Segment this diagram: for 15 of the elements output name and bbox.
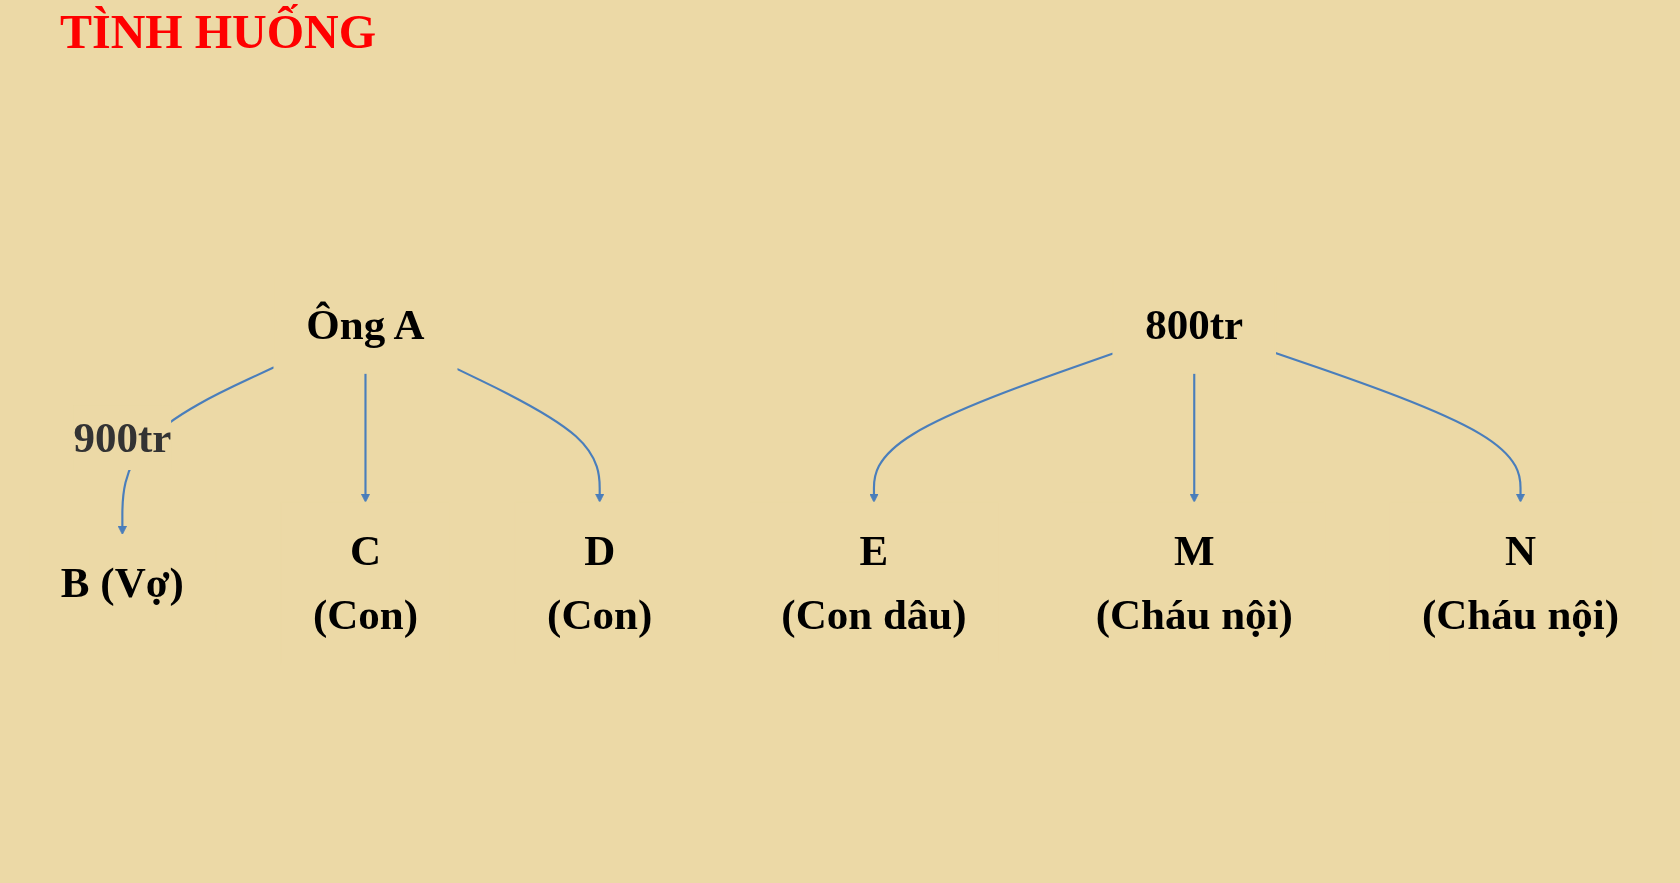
arrow xyxy=(1275,351,1526,503)
node-text: D (Con) xyxy=(547,525,653,639)
node-text: M (Cháu nội) xyxy=(1095,525,1293,639)
title: TÌNH HUỐNG xyxy=(60,4,378,59)
node-text: B (Vợ) xyxy=(60,558,184,607)
arrow xyxy=(1189,373,1199,503)
node-text: 800tr xyxy=(1145,300,1244,349)
node-text: Ông A xyxy=(306,300,425,349)
node-text: E (Con dâu) xyxy=(781,525,967,639)
edge-label: 900tr xyxy=(73,413,172,462)
arrow xyxy=(456,367,605,503)
arrow xyxy=(869,352,1114,503)
arrow xyxy=(360,373,371,503)
node-text: C (Con) xyxy=(312,525,419,639)
node-text: N (Cháu nội) xyxy=(1421,525,1620,639)
